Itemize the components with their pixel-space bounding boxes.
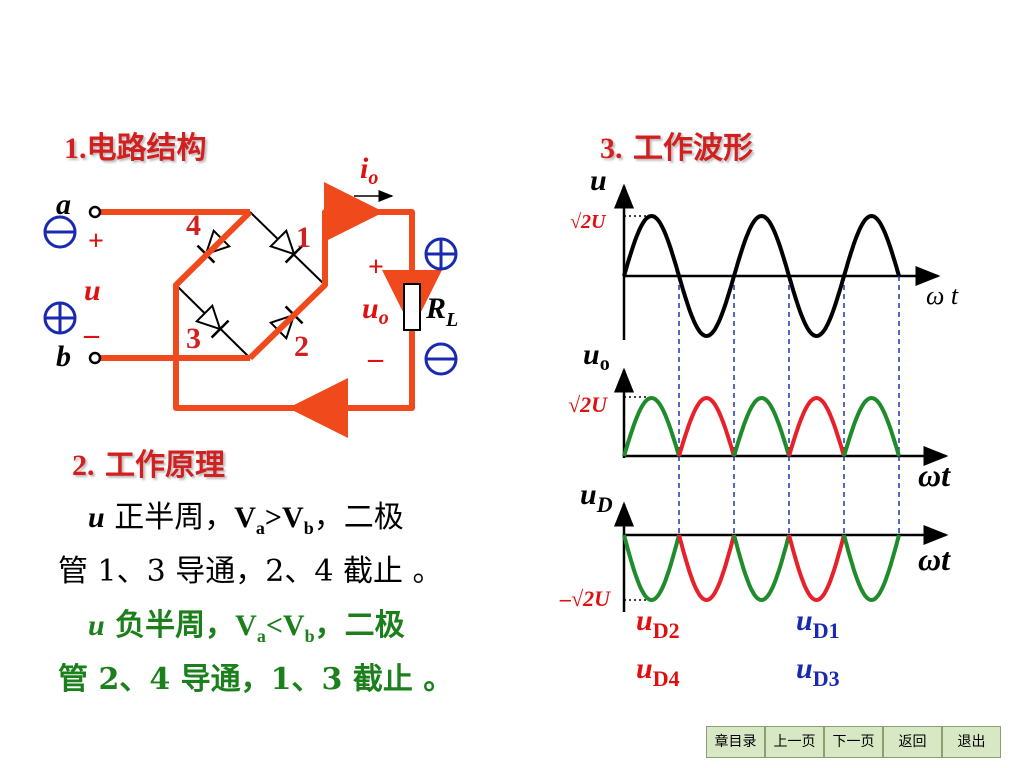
uo-half-cycle xyxy=(677,395,736,457)
plot2-y-label: uo xyxy=(583,338,610,375)
previous-page-button[interactable]: 上一页 xyxy=(765,726,824,758)
circuit-heading: 1.电路结构 xyxy=(64,131,207,166)
output-plus-label: + xyxy=(368,252,384,283)
plot2-peak-label: √2U xyxy=(568,392,608,417)
uo-half-cycle xyxy=(787,395,846,457)
uo-half-cycle xyxy=(732,395,791,457)
diode-3-label: 3 xyxy=(186,322,201,355)
load-rl-label: RL xyxy=(425,292,458,331)
return-button[interactable]: 返回 xyxy=(883,726,942,758)
plot1-x-label: ω t xyxy=(926,281,959,310)
next-page-button[interactable]: 下一页 xyxy=(824,726,883,758)
waveform-heading: 3. 工作波形 xyxy=(600,131,753,166)
polarity-symbols xyxy=(43,215,458,376)
plot1-y-label: u xyxy=(590,164,607,197)
legend-ud3: uD3 xyxy=(796,652,840,691)
minus-circle-out-icon xyxy=(424,342,458,376)
diode-2-label: 2 xyxy=(294,330,309,363)
ud-half-cycle xyxy=(677,534,736,603)
diode-1-symbol xyxy=(268,228,304,264)
diode-3-symbol xyxy=(194,303,230,339)
uo-half-cycle xyxy=(842,395,901,457)
node-a-label: a xyxy=(56,188,71,221)
principle-negative-line1: u 负半周，Va<Vb，二极 xyxy=(88,608,405,646)
principle-positive-line1: u 正半周，Va>Vb，二极 xyxy=(88,500,404,538)
load-resistor xyxy=(403,283,421,331)
uo-half-cycle xyxy=(622,395,681,457)
legend-ud2: uD2 xyxy=(636,604,680,643)
diode-4-label: 4 xyxy=(186,209,201,242)
chapter-contents-button[interactable]: 章目录 xyxy=(706,726,765,758)
plot3-peak-label: –√2U xyxy=(559,586,611,611)
plot3-y-label: uD xyxy=(580,478,613,517)
principle-negative-line2: 管 2、4 导通，1、3 截止 。 xyxy=(58,662,454,697)
plot3-x-label: ωt xyxy=(918,541,951,577)
current-io-label: io xyxy=(360,152,378,189)
plot2-x-label: ωt xyxy=(918,457,951,493)
input-sine-wave xyxy=(622,213,901,339)
input-u-label: u xyxy=(84,274,101,307)
output-rectified-wave xyxy=(622,395,901,457)
legend-ud4: uD4 xyxy=(636,652,680,691)
input-minus-label: – xyxy=(83,318,100,351)
ud-half-cycle xyxy=(842,534,901,603)
output-minus-label: – xyxy=(367,342,384,375)
terminal-b-icon xyxy=(88,351,102,365)
diode-1-label: 1 xyxy=(296,221,311,254)
output-uo-label: uo xyxy=(362,292,389,329)
plus-circle-out-icon xyxy=(424,237,458,271)
plus-circle-b-icon xyxy=(43,301,77,335)
ud-half-cycle xyxy=(787,534,846,603)
plot1-peak-label: √2U xyxy=(570,211,607,233)
minus-circle-a-icon xyxy=(43,215,77,249)
half-period-markers xyxy=(678,276,900,540)
diode-voltage-wave xyxy=(622,534,901,603)
principle-heading: 2. 工作原理 xyxy=(72,448,225,483)
bridge-circuit: a b + u – 1 2 3 4 io + uo – RL xyxy=(43,152,458,438)
waveform-plots: u ω t √2U uo ωt √2U uD ωt –√2U uD2 uD4 u… xyxy=(559,164,959,691)
ud-half-cycle xyxy=(732,534,791,603)
node-b-label: b xyxy=(56,340,71,373)
exit-button[interactable]: 退出 xyxy=(942,726,1001,758)
ud-half-cycle xyxy=(622,534,681,603)
legend-ud1: uD1 xyxy=(796,604,840,643)
input-plus-label: + xyxy=(88,226,104,257)
principle-positive-line2: 管 1、3 导通，2、4 截止 。 xyxy=(58,554,443,589)
terminal-a-icon xyxy=(88,205,102,219)
